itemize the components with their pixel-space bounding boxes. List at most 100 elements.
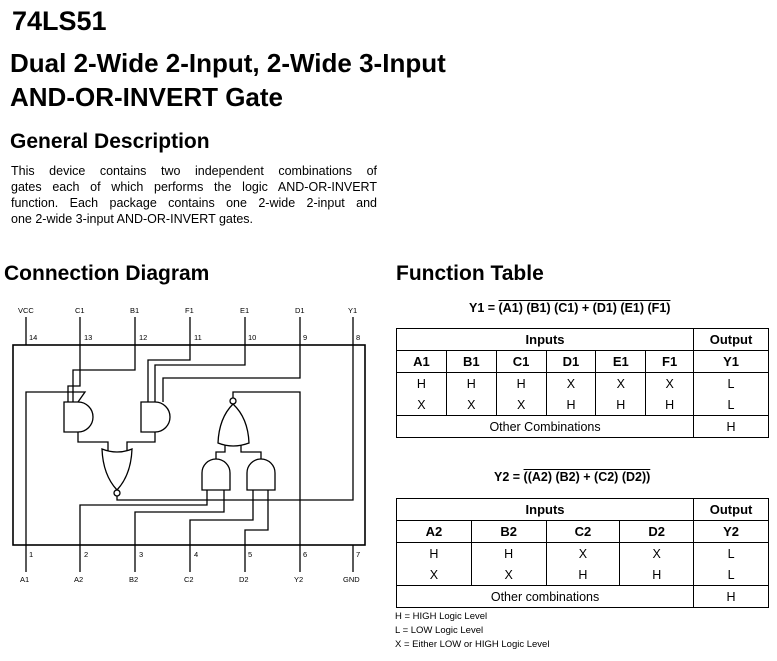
column-header: Y1	[693, 350, 769, 373]
column-header: F1	[645, 350, 695, 373]
column-header: E1	[595, 350, 647, 373]
desc-line: gates each of which performs the logic A…	[11, 180, 377, 194]
pin-label-gnd: GND	[343, 575, 360, 584]
function-table-y2: Inputs Output A2 B2 C2 D2 Y2 H H X X L X…	[395, 498, 769, 608]
pin-number: 6	[303, 550, 307, 559]
title-line-1: Dual 2-Wide 2-Input, 2-Wide 3-Input	[10, 48, 446, 78]
pin-label-e1: E1	[240, 306, 249, 315]
equation-lhs: Y1 =	[469, 301, 496, 315]
table-row: X X H H L	[396, 564, 769, 586]
other-combinations-label: Other combinations	[395, 585, 695, 608]
other-combinations-value: H	[693, 415, 769, 438]
general-description-heading: General Description	[10, 130, 210, 153]
pin-number: 3	[139, 550, 143, 559]
table-row: Other Combinations H	[395, 415, 769, 438]
pin-label-c2: C2	[184, 575, 194, 584]
table-cell: H	[545, 564, 621, 586]
table-cell: X	[396, 394, 447, 416]
and-gate-3	[201, 458, 231, 491]
pin-number: 5	[248, 550, 252, 559]
pin-number: 2	[84, 550, 88, 559]
desc-line: function. Each package contains one 2-wi…	[11, 196, 377, 210]
table-cell: H	[595, 394, 647, 416]
table-cell: H	[396, 372, 447, 394]
pin-label-d2: D2	[239, 575, 249, 584]
column-header: A2	[396, 520, 472, 543]
legend-either: X = Either LOW or HIGH Logic Level	[395, 639, 550, 650]
table-row: H H X X L	[396, 542, 769, 564]
table-cell: L	[693, 564, 769, 586]
and-gate-4	[246, 458, 276, 491]
table-cell: X	[545, 542, 621, 564]
nor-gate-2	[217, 403, 250, 447]
other-combinations-value: H	[693, 585, 769, 608]
table-cell: H	[545, 394, 597, 416]
table-cell: H	[470, 542, 547, 564]
table-cell: X	[396, 564, 472, 586]
pin-number: 13	[84, 333, 92, 342]
pin-number: 14	[29, 333, 37, 342]
equation-y2: Y2 = ((A2) (B2) + (C2) (D2))	[494, 470, 650, 484]
equation-rhs: ((A2) (B2) + (C2) (D2))	[523, 470, 651, 484]
other-combinations-label: Other Combinations	[395, 415, 695, 438]
equation-y1: Y1 = (A1) (B1) (C1) + (D1) (E1) (F1)	[469, 301, 670, 315]
table-cell: X	[470, 564, 547, 586]
pin-label-y1: Y1	[348, 306, 357, 315]
table-row: X X X H H H L	[396, 394, 769, 416]
title-line-2: AND-OR-INVERT Gate	[10, 82, 284, 112]
pin-number: 12	[139, 333, 147, 342]
table-cell: X	[495, 394, 547, 416]
table-cell: H	[495, 372, 547, 394]
table-row: Other combinations H	[395, 585, 769, 608]
pin-label-b1: B1	[130, 306, 139, 315]
table-cell: H	[645, 394, 695, 416]
pin-label-c1: C1	[75, 306, 85, 315]
column-header: C2	[545, 520, 621, 543]
inverter-bubble-2	[229, 397, 237, 405]
desc-line: one 2-wide 3-input AND-OR-INVERT gates.	[11, 212, 254, 226]
connection-diagram-heading: Connection Diagram	[4, 262, 210, 285]
column-header: C1	[495, 350, 547, 373]
pin-number: 9	[303, 333, 307, 342]
pin-number: 7	[356, 550, 360, 559]
table-cell: L	[693, 542, 769, 564]
inputs-header: Inputs	[395, 328, 695, 351]
nor-gate-1	[101, 448, 133, 491]
table-cell: X	[595, 372, 647, 394]
and-gate-1	[63, 401, 94, 433]
table-header-row: A1 B1 C1 D1 E1 F1 Y1	[396, 350, 769, 373]
pin-label-b2: B2	[129, 575, 138, 584]
pin-number: 8	[356, 333, 360, 342]
table-header-row: A2 B2 C2 D2 Y2	[396, 520, 769, 543]
table-cell: L	[693, 372, 769, 394]
equation-rhs: (A1) (B1) (C1) + (D1) (E1) (F1)	[498, 301, 671, 315]
pin-label-f1: F1	[185, 306, 194, 315]
table-cell: H	[445, 372, 497, 394]
pin-number: 4	[194, 550, 198, 559]
pin-label-vcc: VCC	[18, 306, 34, 315]
pin-label-y2: Y2	[294, 575, 303, 584]
table-cell: X	[619, 542, 695, 564]
pin-label-d1: D1	[295, 306, 305, 315]
column-header: A1	[396, 350, 447, 373]
column-header: Y2	[693, 520, 769, 543]
function-table-y1: Inputs Output A1 B1 C1 D1 E1 F1 Y1 H H H…	[395, 328, 769, 438]
inputs-header: Inputs	[395, 498, 695, 521]
output-header: Output	[693, 498, 769, 521]
column-header: B1	[445, 350, 497, 373]
ic-package-outline	[12, 344, 366, 546]
column-header: D1	[545, 350, 597, 373]
desc-line: This device contains two independent com…	[11, 164, 377, 178]
column-header: B2	[470, 520, 547, 543]
pin-label-a1: A1	[20, 575, 29, 584]
table-cell: X	[645, 372, 695, 394]
and-gate-2	[140, 401, 171, 433]
part-number: 74LS51	[12, 6, 107, 36]
legend-low: L = LOW Logic Level	[395, 625, 484, 636]
pin-label-a2: A2	[74, 575, 83, 584]
pin-number: 11	[194, 333, 202, 342]
table-cell: H	[396, 542, 472, 564]
pin-number: 1	[29, 550, 33, 559]
function-table-heading: Function Table	[396, 262, 544, 285]
equation-lhs: Y2 =	[494, 470, 521, 484]
